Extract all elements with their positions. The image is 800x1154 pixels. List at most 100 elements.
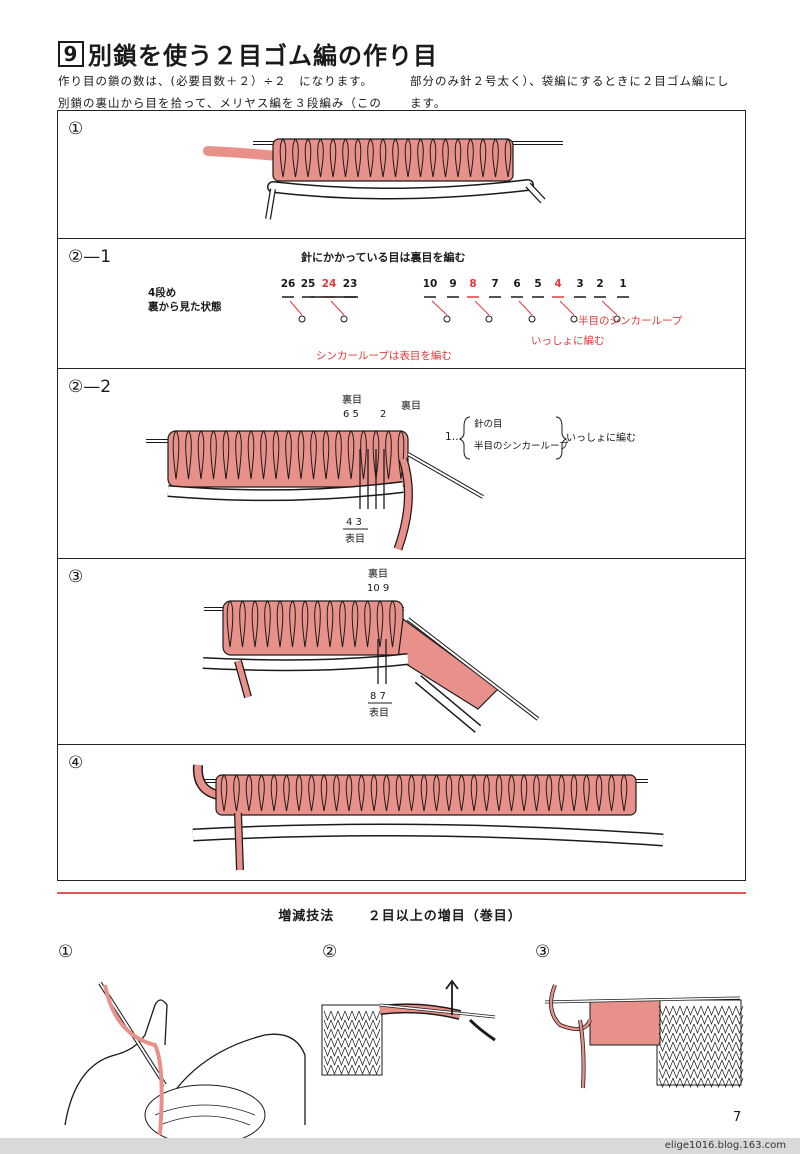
stitch-loop (222, 430, 230, 480)
footer-watermark: elige1016.blog.163.com (664, 1140, 786, 1151)
stitch-loop (376, 600, 384, 648)
stitch-v (351, 1019, 360, 1030)
stitch-loop (297, 430, 305, 480)
stitch-number: 10 (423, 278, 438, 290)
stitch-number: 5 (534, 278, 541, 290)
stitch-v (344, 1028, 353, 1039)
stitch-v (337, 1037, 346, 1048)
stitch-v (679, 1005, 688, 1016)
stitch-v (693, 1005, 702, 1016)
stitch-loop (295, 774, 303, 812)
stitch-loop (239, 600, 246, 648)
stitch-v (351, 1037, 360, 1048)
diagram-caption: 針にかかっている目は裏目を編む (301, 250, 465, 264)
stitch-v (358, 1055, 367, 1066)
stitch-v (721, 1005, 730, 1016)
stitch-number: 25 (301, 278, 316, 290)
stitch-loop (620, 774, 628, 812)
stitch-v (372, 1064, 381, 1075)
stitch-loop (226, 600, 234, 648)
stitch-v (679, 1014, 688, 1025)
stitch-v (686, 1068, 695, 1079)
stitch-v (330, 1064, 339, 1075)
stitch-v (672, 1005, 681, 1016)
stitch-v (323, 1010, 332, 1021)
stitch-v (707, 1023, 716, 1034)
stitch-loop (445, 774, 453, 812)
stitch-v (358, 1019, 367, 1030)
stitch-v (735, 1068, 744, 1079)
stitch-v (658, 1032, 667, 1043)
stitch-loop (301, 600, 309, 648)
stitch-v (693, 1059, 702, 1070)
stitch-v (735, 1005, 744, 1016)
stitch-v (658, 1050, 667, 1061)
stitch-v (351, 1055, 360, 1066)
stitch-v (323, 1055, 332, 1066)
stitch-loop (317, 138, 324, 178)
sinker-loop (570, 315, 578, 323)
stitch-v (330, 1055, 339, 1066)
stitch-number: 24 (322, 278, 337, 290)
stitch-v (728, 1023, 737, 1034)
stitch-v (693, 1041, 702, 1052)
stitch-v (686, 1005, 695, 1016)
stitch-number: 7 (491, 278, 498, 290)
stitch-v (323, 1028, 332, 1039)
panel-step-3: ③ 裏目 10 9 8 7 表目 (58, 559, 745, 745)
stitch-v (679, 1077, 688, 1088)
stitch-number: 8 (469, 278, 476, 290)
stitch-v (700, 1014, 709, 1025)
stitch-v (707, 1041, 716, 1052)
stitch-loop (279, 138, 287, 178)
stitch-v (344, 1010, 353, 1021)
stitch-number: 4 (554, 278, 561, 290)
stitch-v (714, 1041, 723, 1052)
stitch-v (372, 1028, 381, 1039)
stitch-v (358, 1028, 367, 1039)
stitch-nums: 6 5 (343, 409, 359, 420)
stitch-loop (370, 774, 378, 812)
stitch-loop (595, 774, 603, 812)
stitch-v (721, 1041, 730, 1052)
stitch-num: 2 (380, 409, 386, 420)
knitting-illustration-3: 裏目 10 9 8 7 表目 (202, 567, 540, 733)
panel-step-2-2: ②—2 裏目 6 5 2 裏目 1… 針の目 半目のシンカーループ いっしょに編… (58, 369, 745, 559)
stitch-v (344, 1055, 353, 1066)
stitch-v (735, 1032, 744, 1043)
stitch-loop (270, 774, 278, 812)
stitch-loop (467, 138, 474, 178)
stitch-v (728, 1068, 737, 1079)
stitch-v (665, 1014, 674, 1025)
stitch-loop (483, 774, 490, 812)
sinker-loop (485, 315, 493, 323)
stitch-loop (314, 600, 321, 648)
stitch-v (337, 1064, 346, 1075)
intro-text-right: 部分のみ針２号太く）、袋編にするときに２目ゴム編にし ます。 (410, 70, 755, 114)
stitch-loop (583, 774, 590, 812)
stitch-loop (185, 430, 192, 480)
stitch-v (665, 1005, 674, 1016)
stitch-v (700, 1023, 709, 1034)
step-label: ① (68, 119, 84, 139)
footer-bar (0, 1138, 800, 1154)
stitch-v (365, 1064, 374, 1075)
stitch-loop (408, 774, 415, 812)
knitting-illustration-2-2: 裏目 6 5 2 裏目 1… 針の目 半目のシンカーループ いっしょに編む (146, 393, 636, 551)
purl-label: 裏目 (368, 567, 388, 580)
stitch-loop (383, 774, 390, 812)
step-label: ① (58, 942, 74, 962)
stitch-loop (251, 600, 259, 648)
stitch-loop (495, 774, 503, 812)
stitch-v (679, 1041, 688, 1052)
stitch-v (365, 1055, 374, 1066)
stitch-loop (172, 430, 180, 480)
stitch-loop (283, 774, 290, 812)
stitch-loop (367, 138, 374, 178)
stitch-loop (320, 774, 328, 812)
stitch-loop (442, 138, 449, 178)
stitch-v (721, 1014, 730, 1025)
stitch-pattern (658, 1005, 744, 1088)
stitch-v (365, 1037, 374, 1048)
